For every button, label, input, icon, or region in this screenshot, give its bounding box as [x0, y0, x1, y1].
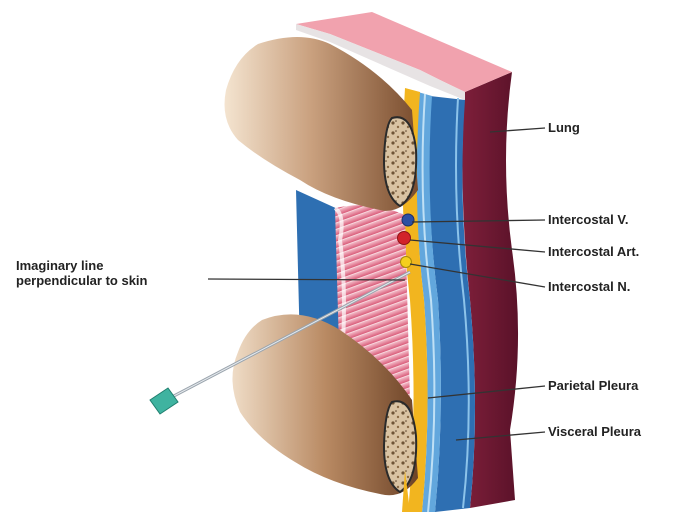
label-parietal-pleura: Parietal Pleura — [548, 378, 638, 394]
label-intercostal-vein: Intercostal V. — [548, 212, 628, 228]
label-imaginary-line-2: perpendicular to skin — [16, 273, 147, 289]
label-intercostal-nerve: Intercostal N. — [548, 279, 630, 295]
intercostal-nerve-fiber — [401, 257, 412, 268]
label-visceral-pleura: Visceral Pleura — [548, 424, 641, 440]
intercostal-vein-vessel — [402, 214, 414, 226]
label-imaginary-line-1: Imaginary line — [16, 258, 103, 274]
lower-rib-cross-section — [384, 401, 416, 492]
upper-rib-cross-section — [384, 117, 416, 206]
intercostal-artery-vessel — [398, 232, 411, 245]
label-intercostal-artery: Intercostal Art. — [548, 244, 639, 260]
label-lung: Lung — [548, 120, 580, 136]
needle-hub — [150, 388, 178, 414]
